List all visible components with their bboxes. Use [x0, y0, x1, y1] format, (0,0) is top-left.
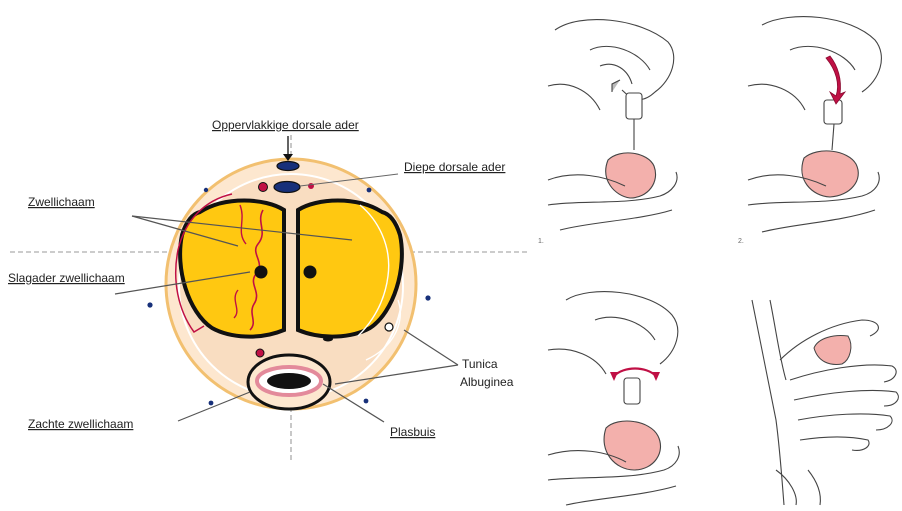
- urethra: [267, 373, 311, 389]
- small-artery: [256, 349, 264, 357]
- step-number-1: 1.: [538, 238, 544, 245]
- skin-vessel-dot: [364, 399, 369, 404]
- label-corpus-spongiosum: Zachte zwellichaam: [28, 417, 133, 431]
- illustration-panel-4: [752, 300, 898, 505]
- procedure-illustration: 1. 2.: [538, 17, 898, 505]
- label-tunica-line1: Tunica: [462, 357, 498, 371]
- leader-line: [404, 330, 458, 365]
- leader-line: [178, 392, 250, 421]
- cavernosal-artery-right: [304, 266, 317, 279]
- glans-shape: [814, 336, 851, 365]
- skin-vessel-dot: [367, 188, 372, 193]
- illustration-panel-2: [748, 17, 881, 232]
- step-number-2: 2.: [738, 238, 744, 245]
- skin-vessel-dot: [204, 188, 208, 192]
- deep-dorsal-vein: [274, 182, 300, 193]
- label-urethra: Plasbuis: [390, 425, 435, 439]
- downward-arrow-icon: [826, 56, 845, 104]
- label-tunica-line2: Albuginea: [460, 375, 514, 389]
- label-cavernosal-artery: Slagader zwellichaam: [8, 271, 125, 285]
- superficial-dorsal-vein: [277, 162, 299, 171]
- rotation-arrowhead: [652, 372, 660, 381]
- dorsal-artery: [259, 183, 268, 192]
- cross-section-diagram: Oppervlakkige dorsale ader Diepe dorsale…: [8, 118, 530, 460]
- illustration-panel-1: [548, 20, 677, 230]
- label-superficial-dorsal-vein: Oppervlakkige dorsale ader: [212, 118, 359, 132]
- skin-vessel-dot: [425, 295, 430, 300]
- skin-vessel-dot: [209, 401, 214, 406]
- skin-vessel-dot: [147, 302, 152, 307]
- rotation-arrow-icon: [614, 369, 656, 377]
- label-corpus-cavernosum: Zwellichaam: [28, 195, 95, 209]
- skin-vessel-dot: [323, 337, 333, 342]
- illustration-panel-3: [548, 292, 679, 505]
- skin-vessel-dot: [385, 323, 393, 331]
- cavernosal-artery-left: [255, 266, 268, 279]
- rotation-arrowhead: [610, 372, 618, 381]
- label-deep-dorsal-vein: Diepe dorsale ader: [404, 160, 505, 174]
